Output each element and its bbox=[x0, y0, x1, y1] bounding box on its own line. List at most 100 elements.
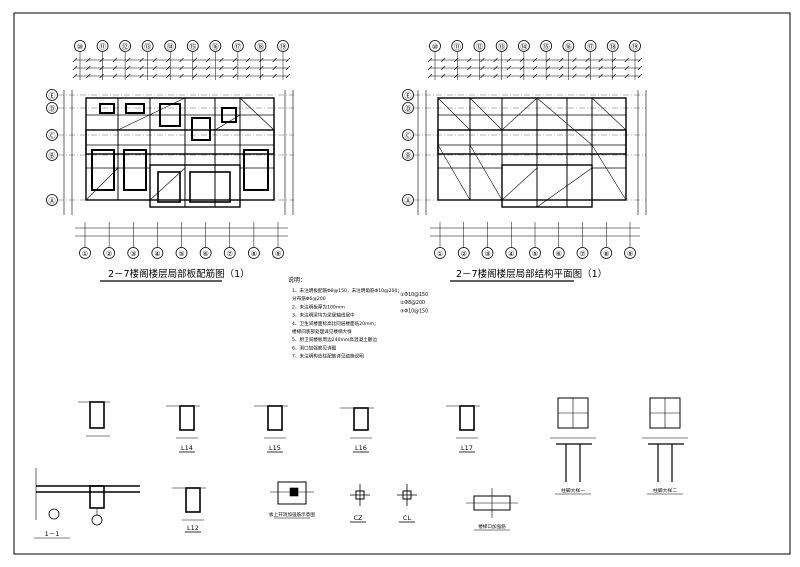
dimension-tick bbox=[532, 57, 538, 63]
dimension-tick bbox=[519, 73, 525, 79]
dimension-tick bbox=[480, 73, 485, 79]
dimension-tick bbox=[440, 57, 446, 63]
right-bottom-axis-1-circle bbox=[457, 247, 470, 259]
dimension-tick bbox=[285, 65, 291, 71]
dimension-tick bbox=[598, 65, 603, 71]
dimension-tick bbox=[611, 73, 616, 79]
legend-item: ③Φ10@150 bbox=[400, 308, 428, 314]
dimension-tick bbox=[139, 65, 144, 71]
dimension-tick bbox=[467, 73, 472, 79]
legend-item: ②Φ8@200 bbox=[400, 300, 425, 306]
left-bottom-axis-3: ④ bbox=[151, 247, 164, 259]
left-side-axis-4: Ⓐ bbox=[46, 194, 58, 206]
dimension-tick bbox=[506, 57, 511, 63]
left-bottom-axis-6-label: ⑦ bbox=[227, 250, 233, 258]
dimension-tick bbox=[245, 65, 251, 71]
right-top-axis-1: ⑪ bbox=[451, 40, 464, 52]
dimension-tick bbox=[152, 73, 158, 79]
dimension-tick bbox=[467, 57, 472, 63]
right-top-axis-8-label: ⑱ bbox=[609, 43, 616, 51]
left-top-axis-8-label: ⑱ bbox=[257, 43, 264, 51]
right-top-axis-9: ⑲ bbox=[629, 40, 641, 52]
right-top-axis-8: ⑱ bbox=[606, 40, 619, 52]
right-side-axis-3-label: Ⓑ bbox=[405, 152, 412, 160]
dimension-tick bbox=[99, 65, 104, 71]
left-top-axis-7-circle bbox=[231, 40, 244, 52]
dimension-tick bbox=[179, 65, 184, 71]
right-top-axis-0-circle bbox=[429, 40, 441, 52]
left-side-axis-2-label: Ⓒ bbox=[49, 132, 56, 140]
dimension-tick bbox=[139, 57, 144, 63]
column-base-detail-2 bbox=[642, 397, 688, 482]
dimension-tick bbox=[112, 73, 118, 79]
dimension-tick bbox=[545, 57, 551, 63]
dimension-tick bbox=[532, 73, 538, 79]
dimension-tick bbox=[165, 57, 171, 63]
right-bottom-axis-7-label: ⑧ bbox=[603, 250, 609, 258]
right-bottom-axis-5-label: ⑥ bbox=[556, 250, 562, 258]
right-top-axis-4: ⑭ bbox=[517, 40, 530, 52]
dimension-tick bbox=[259, 73, 264, 79]
note-line: 分布筋Φ6@200 bbox=[292, 295, 326, 302]
note-line: 2、未注明板厚为100mm bbox=[292, 303, 345, 310]
note-line: 4、卫生间楼面标高比同层楼面低20mm； bbox=[292, 320, 379, 327]
detail-caption: 1－1 bbox=[45, 530, 60, 538]
left-side-axis-0: Ⓔ bbox=[46, 89, 58, 101]
left-top-axis-2: ⑫ bbox=[119, 40, 132, 52]
right-top-axis-5-circle bbox=[540, 40, 553, 52]
right-side-axis-0: Ⓔ bbox=[402, 89, 414, 101]
dimension-tick bbox=[598, 57, 603, 63]
right-top-axis-6-label: ⑯ bbox=[565, 43, 572, 51]
dimension-tick bbox=[192, 57, 198, 63]
right-top-axis-9-circle bbox=[629, 40, 641, 52]
left-side-axis-3-label: Ⓑ bbox=[49, 152, 56, 160]
right-top-axis-7-circle bbox=[584, 40, 597, 52]
dimension-tick bbox=[572, 73, 577, 79]
left-bottom-axis-7-label: ⑧ bbox=[251, 250, 257, 258]
dimension-tick bbox=[219, 73, 224, 79]
dimension-tick bbox=[192, 65, 198, 71]
right-bottom-axis-6-circle bbox=[576, 247, 589, 259]
detail-caption: 柱脚大样一 bbox=[561, 487, 585, 494]
dimension-tick bbox=[232, 57, 237, 63]
dimension-tick bbox=[624, 65, 630, 71]
dimension-tick bbox=[245, 73, 251, 79]
section-1-1-detail bbox=[35, 468, 140, 526]
right-bottom-axis-7: ⑧ bbox=[600, 247, 613, 259]
left-top-axis-9-label: ⑲ bbox=[280, 43, 287, 51]
dimension-tick bbox=[112, 57, 118, 63]
left-side-axis-2: Ⓒ bbox=[46, 129, 58, 141]
dimension-tick bbox=[506, 73, 511, 79]
dimension-tick bbox=[179, 57, 184, 63]
notes-lines: 1、未注明板配筋Φ8@150，未注明角筋Φ10@200； 分布筋Φ6@2002、… bbox=[292, 287, 402, 360]
left-top-axis-1-circle bbox=[96, 40, 109, 52]
right-bottom-axis-1: ② bbox=[457, 247, 470, 259]
dimension-tick bbox=[72, 57, 78, 63]
beam-section-5 bbox=[446, 405, 480, 439]
right-side-axis-1-circle bbox=[402, 102, 414, 114]
dimension-tick bbox=[545, 73, 551, 79]
left-top-ticks bbox=[72, 57, 291, 79]
right-side-dimension-lines bbox=[417, 90, 647, 215]
left-top-axis-0-label: ⑩ bbox=[77, 43, 83, 51]
dimension-tick bbox=[126, 65, 131, 71]
note-line: 7、未注明构造柱配筋详见结施说明 bbox=[292, 353, 364, 360]
right-side-axis-4: Ⓐ bbox=[402, 194, 414, 206]
note-line: 6、洞口加强筋见详图 bbox=[292, 344, 337, 351]
left-top-axis-5: ⑮ bbox=[186, 40, 199, 52]
right-side-axis-1-label: Ⓓ bbox=[405, 105, 412, 113]
left-side-axis-0-label: Ⓔ bbox=[49, 92, 56, 100]
dimension-tick bbox=[112, 65, 118, 71]
left-bottom-axis-5-label: ⑥ bbox=[202, 250, 208, 258]
dimension-tick bbox=[545, 65, 551, 71]
dimension-tick bbox=[272, 57, 277, 63]
dimension-tick bbox=[440, 73, 446, 79]
left-bottom-axis-0: ① bbox=[79, 247, 91, 259]
right-bottom-axis-6-label: ⑦ bbox=[579, 250, 585, 258]
left-top-axis-3-label: ⑬ bbox=[144, 43, 151, 51]
right-top-axis-2-label: ⑫ bbox=[476, 43, 483, 51]
right-top-axis-2-circle bbox=[473, 40, 486, 52]
